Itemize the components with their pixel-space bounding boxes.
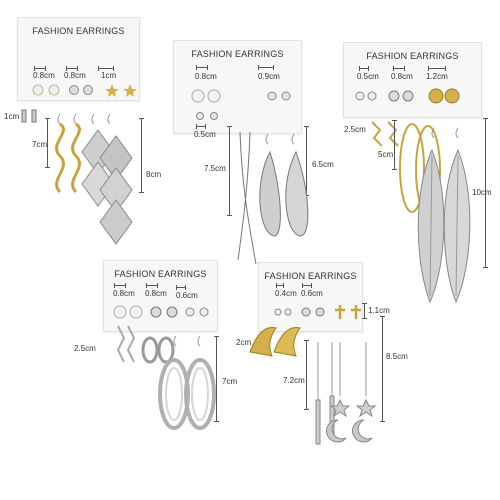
size-label: 0.8cm <box>64 71 86 80</box>
stud-earrings-row <box>191 89 291 120</box>
size-label: 0.6cm <box>301 289 323 298</box>
size-marker <box>362 303 367 319</box>
size-label: 0.8cm <box>145 289 167 298</box>
size-marker <box>196 124 206 129</box>
size-label: 1cm <box>101 71 117 80</box>
side-label: 2cm <box>236 338 252 347</box>
side-label: 10cm <box>472 188 492 197</box>
size-marker <box>196 65 208 70</box>
size-label: 0.8cm <box>195 72 217 81</box>
size-marker <box>359 66 369 71</box>
earring-card-4: FASHION EARRINGS <box>103 260 218 332</box>
size-marker <box>258 65 274 70</box>
length-marker <box>304 340 309 410</box>
earring-card-3: FASHION EARRINGS <box>343 42 482 118</box>
size-marker <box>114 283 126 288</box>
length-marker <box>227 126 232 216</box>
size-marker <box>34 66 46 71</box>
size-marker <box>302 283 312 288</box>
side-label: 7.2cm <box>283 376 305 385</box>
size-marker <box>66 66 78 71</box>
side-label: 7cm <box>32 140 48 149</box>
size-label: 0.4cm <box>275 289 297 298</box>
side-label: 2.5cm <box>74 344 96 353</box>
side-label: 8.5cm <box>386 352 408 361</box>
stud-earrings-row <box>113 305 209 319</box>
card-title: FASHION EARRINGS <box>191 49 284 59</box>
star-climber-earrings <box>116 325 136 363</box>
size-label: 0.6cm <box>176 291 198 300</box>
size-label: 1.2cm <box>426 72 448 81</box>
stud-earrings-row <box>355 88 460 104</box>
threader-earrings <box>237 131 257 265</box>
length-marker <box>214 336 219 422</box>
length-marker <box>483 118 488 268</box>
size-label: 0.8cm <box>113 289 135 298</box>
side-label: 2.5cm <box>344 125 366 134</box>
size-marker <box>393 66 405 71</box>
gold-fan-ear-cuffs <box>249 327 301 357</box>
silver-teardrop-earrings <box>259 133 309 237</box>
silver-twist-oval-earrings <box>158 335 216 430</box>
stud-earrings-row <box>32 84 137 97</box>
side-label: 8cm <box>146 170 162 179</box>
small-hoop-earrings <box>141 336 175 364</box>
size-label: 0.5cm <box>194 130 216 139</box>
size-marker <box>98 66 114 71</box>
gold-twist-earrings <box>55 113 81 194</box>
side-label: 6.5cm <box>312 160 334 169</box>
size-marker <box>276 283 284 288</box>
side-label: 1cm <box>4 112 20 121</box>
size-marker <box>146 283 158 288</box>
size-label: 1.1cm <box>368 306 390 315</box>
earring-card-2: FASHION EARRINGS <box>173 40 302 134</box>
side-label: 7cm <box>222 377 238 386</box>
size-marker <box>428 66 446 71</box>
length-marker <box>392 120 397 170</box>
silver-leaf-earrings <box>417 127 471 304</box>
length-marker <box>139 118 144 193</box>
size-label: 0.8cm <box>33 71 55 80</box>
silver-diamond-earrings <box>81 113 133 245</box>
stud-earrings-row <box>274 305 361 319</box>
bar-drop-earrings <box>315 342 335 445</box>
card-title: FASHION EARRINGS <box>32 26 125 36</box>
card-title: FASHION EARRINGS <box>114 269 207 279</box>
moon-star-earrings <box>326 342 377 443</box>
card-title: FASHION EARRINGS <box>264 271 357 281</box>
length-marker <box>380 316 385 422</box>
length-marker <box>45 118 50 168</box>
side-label: 5cm <box>378 150 394 159</box>
card-title: FASHION EARRINGS <box>366 51 459 61</box>
size-label: 0.8cm <box>391 72 413 81</box>
side-label: 7.5cm <box>204 164 226 173</box>
size-label: 0.9cm <box>258 72 280 81</box>
size-marker <box>176 285 186 290</box>
size-label: 0.5cm <box>357 72 379 81</box>
earring-card-5: FASHION EARRINGS <box>258 262 363 332</box>
bar-stud-earrings <box>21 109 37 123</box>
